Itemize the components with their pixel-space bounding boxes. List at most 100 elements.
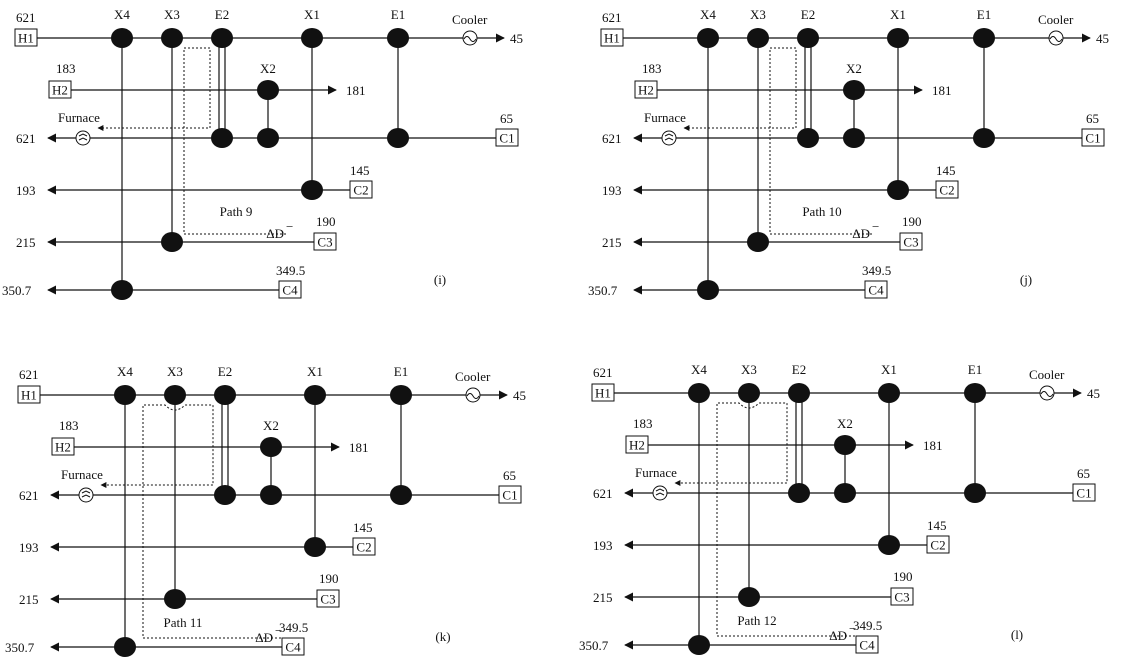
exchanger-label-e1: E1: [394, 364, 408, 379]
delta-label: ΔD: [255, 630, 273, 645]
path-loop: [100, 404, 281, 639]
x1-node-hot: [304, 385, 326, 405]
exchanger-label-x4: X4: [700, 7, 716, 22]
path-label: Path 11: [164, 615, 203, 630]
c3-supply-temp: 190: [902, 214, 922, 229]
h1-stream-label: H1: [604, 31, 620, 46]
path-loop: [97, 47, 286, 235]
x4-node-cold: [114, 637, 136, 657]
c3-stream-label: C3: [320, 592, 335, 607]
exchanger-label-x2: X2: [263, 418, 279, 433]
x4-node-cold: [697, 280, 719, 300]
h1-stream-label: H1: [595, 386, 611, 401]
c3-stream-label: C3: [317, 235, 332, 250]
e2-node-hot: [788, 383, 810, 403]
path-loop: [683, 47, 872, 235]
x2-node-hot: [260, 437, 282, 457]
x4-node-hot: [114, 385, 136, 405]
c3-target-temp: 215: [593, 590, 613, 605]
cooler-symbol: [1040, 391, 1054, 397]
h1-stream-label: H1: [21, 388, 37, 403]
c3-target-temp: 215: [19, 592, 39, 607]
h1-supply-temp: 621: [602, 10, 622, 25]
x4-node-hot: [688, 383, 710, 403]
panel-label: (i): [434, 272, 446, 287]
x1-node-cold: [878, 535, 900, 555]
furnace-label: Furnace: [644, 110, 686, 125]
c4-supply-temp: 349.5: [276, 263, 305, 278]
cooler-label: Cooler: [455, 369, 491, 384]
x1-node-cold: [301, 180, 323, 200]
c1-target-temp: 621: [16, 131, 36, 146]
e2-node-cold: [214, 485, 236, 505]
h1-target-temp: 45: [1096, 31, 1109, 46]
x2-node-hot: [257, 80, 279, 100]
x3-node-hot: [164, 385, 186, 405]
c1-target-temp: 621: [593, 486, 613, 501]
c4-supply-temp: 349.5: [862, 263, 891, 278]
furnace-symbol: [664, 133, 674, 141]
c4-stream-label: C4: [285, 640, 301, 655]
h2-supply-temp: 183: [59, 418, 79, 433]
exchanger-label-x4: X4: [114, 7, 130, 22]
x1-node-hot: [878, 383, 900, 403]
x1-node-cold: [887, 180, 909, 200]
exchanger-label-x1: X1: [890, 7, 906, 22]
x3-node-hot: [161, 28, 183, 48]
cooler-symbol: [463, 36, 477, 42]
h2-stream-label: H2: [638, 83, 654, 98]
c4-target-temp: 350.7: [2, 283, 32, 298]
furnace-label: Furnace: [61, 467, 103, 482]
e1-node-cold: [390, 485, 412, 505]
x3-node-hot: [747, 28, 769, 48]
c2-target-temp: 193: [16, 183, 36, 198]
x1-node-hot: [887, 28, 909, 48]
h1-supply-temp: 621: [19, 367, 39, 382]
c3-stream-label: C3: [903, 235, 918, 250]
x2-node-cold: [260, 485, 282, 505]
exchanger-label-e2: E2: [792, 362, 806, 377]
e2-node-hot: [214, 385, 236, 405]
furnace-symbol: [81, 490, 91, 498]
exchanger-label-e1: E1: [977, 7, 991, 22]
x2-node-cold: [834, 483, 856, 503]
delta-sup-label: −: [849, 621, 856, 636]
c1-target-temp: 621: [19, 488, 39, 503]
x3-node-hot: [738, 383, 760, 403]
exchanger-label-x1: X1: [881, 362, 897, 377]
c2-supply-temp: 145: [927, 518, 947, 533]
x4-node-cold: [688, 635, 710, 655]
cooler-symbol: [1049, 36, 1063, 42]
panel-label: (k): [435, 629, 450, 644]
c2-target-temp: 193: [593, 538, 613, 553]
furnace-symbol: [78, 133, 88, 141]
exchanger-label-x3: X3: [167, 364, 183, 379]
h2-target-temp: 181: [346, 83, 366, 98]
exchanger-label-x2: X2: [260, 61, 276, 76]
e1-node-cold: [973, 128, 995, 148]
exchanger-label-e1: E1: [968, 362, 982, 377]
delta-sup-label: −: [275, 623, 282, 638]
exchanger-label-x3: X3: [164, 7, 180, 22]
cooler-label: Cooler: [1038, 12, 1074, 27]
c1-supply-temp: 65: [1086, 111, 1099, 126]
x2-node-hot: [843, 80, 865, 100]
exchanger-label-e1: E1: [391, 7, 405, 22]
c3-target-temp: 215: [16, 235, 36, 250]
h1-supply-temp: 621: [16, 10, 36, 25]
h2-supply-temp: 183: [56, 61, 76, 76]
furnace-symbol: [655, 488, 665, 496]
c1-stream-label: C1: [1085, 131, 1100, 146]
exchanger-label-x4: X4: [691, 362, 707, 377]
x4-node-hot: [111, 28, 133, 48]
x2-node-cold: [843, 128, 865, 148]
exchanger-label-e2: E2: [218, 364, 232, 379]
c2-stream-label: C2: [356, 540, 371, 555]
delta-label: ΔD: [829, 628, 847, 643]
c2-stream-label: C2: [939, 183, 954, 198]
h2-stream-label: H2: [52, 83, 68, 98]
panel-label: (j): [1020, 272, 1032, 287]
